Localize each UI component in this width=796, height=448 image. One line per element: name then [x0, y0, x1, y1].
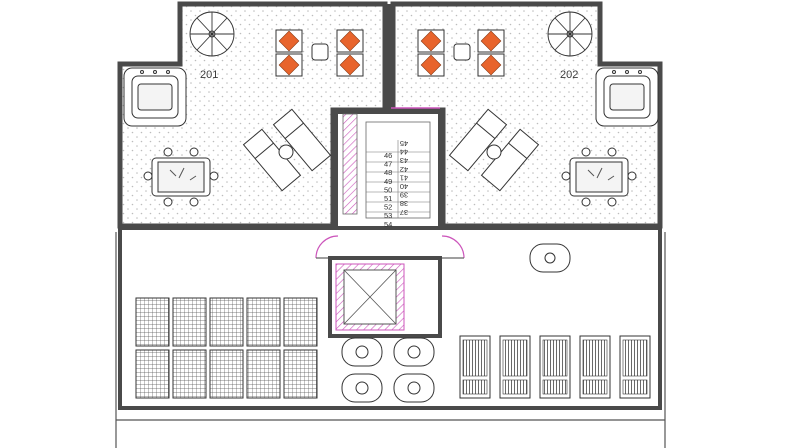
- deck-lounger: [459, 335, 491, 399]
- cushion: [339, 30, 361, 52]
- solar-panel: [135, 297, 170, 347]
- stair-step-number: 42: [400, 165, 408, 174]
- orange-cushions: [278, 30, 502, 76]
- cushion: [420, 54, 442, 76]
- stair-step-number: 54: [384, 220, 392, 229]
- deck-lounger: [539, 335, 571, 399]
- solar-panel: [283, 349, 318, 399]
- stair-step-number: 43: [400, 156, 408, 165]
- spiral-stair-201: [189, 11, 235, 57]
- site-lines: [115, 232, 666, 448]
- solar-panel: [172, 349, 207, 399]
- stair-step-number: 51: [384, 194, 392, 203]
- elevator-shaft: [328, 256, 442, 338]
- cushion: [420, 30, 442, 52]
- stair-step-number: 53: [384, 211, 392, 220]
- unit-label-202: 202: [560, 69, 578, 81]
- stair-step-number: 50: [384, 185, 392, 194]
- cushion: [480, 54, 502, 76]
- solar-panel: [209, 297, 244, 347]
- dining-table-202: [561, 147, 637, 207]
- stair-step-number: 46: [384, 151, 392, 160]
- stair-step-number: 52: [384, 203, 392, 212]
- stair-core: [334, 107, 442, 230]
- cushion: [278, 54, 300, 76]
- stair-step-number: 49: [384, 177, 392, 186]
- jacuzzi-202: [595, 67, 659, 127]
- stair-step-number: 45: [400, 139, 408, 148]
- deck-lounger: [619, 335, 651, 399]
- round-table: [341, 373, 383, 403]
- solar-panel: [246, 349, 281, 399]
- cushion: [278, 30, 300, 52]
- stair-step-number: 47: [384, 160, 392, 169]
- solar-panel: [283, 297, 318, 347]
- deck-lounger-row: [459, 335, 651, 399]
- cushion: [480, 30, 502, 52]
- unit-label-201: 201: [200, 69, 218, 81]
- round-table-top: [529, 243, 571, 273]
- stair-step-number: 38: [400, 199, 408, 208]
- sun-loungers-201: [242, 108, 332, 192]
- solar-panel: [172, 297, 207, 347]
- stair-step-number: 39: [400, 191, 408, 200]
- stair-step-number: 41: [400, 173, 408, 182]
- jacuzzi-201: [123, 67, 187, 127]
- solar-panel: [246, 297, 281, 347]
- dining-table-201: [143, 147, 219, 207]
- deck-lounger: [579, 335, 611, 399]
- cushion: [339, 54, 361, 76]
- round-table: [393, 337, 435, 367]
- solar-panel: [209, 349, 244, 399]
- stair-step-number: 44: [400, 148, 408, 157]
- sun-loungers-202: [448, 108, 540, 192]
- solar-panel-array: [135, 297, 318, 399]
- round-table: [341, 337, 383, 367]
- stair-step-number: 37: [400, 208, 408, 217]
- solar-panel: [135, 349, 170, 399]
- spiral-stair-202: [547, 11, 593, 57]
- deck-lounger: [499, 335, 531, 399]
- round-table: [393, 373, 435, 403]
- round-table-group: [341, 337, 435, 403]
- stair-step-number: 40: [400, 182, 408, 191]
- stair-step-number: 48: [384, 168, 392, 177]
